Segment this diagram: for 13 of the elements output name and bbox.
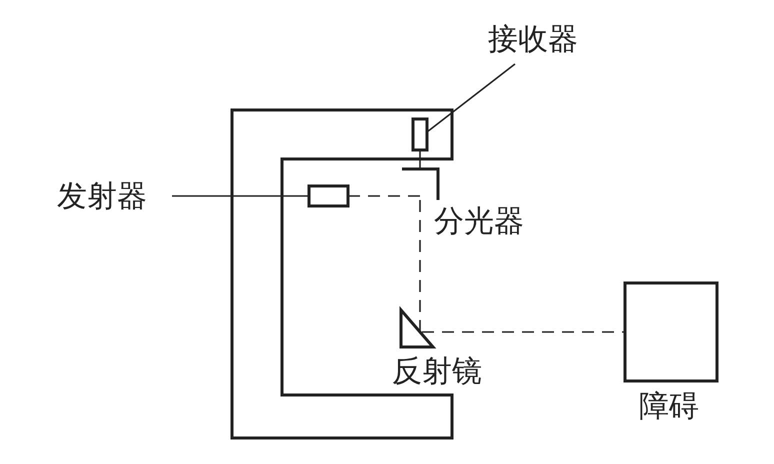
component-box: [309, 186, 348, 206]
leader-line: [172, 195, 309, 197]
light-beam-line: [422, 331, 625, 333]
callout-label: 接收器: [488, 22, 578, 58]
light-beam-line: [419, 200, 421, 333]
light-beam-line: [348, 195, 420, 197]
connector-line: [419, 150, 421, 169]
leader-line: [426, 63, 516, 133]
part-label: 分光器: [434, 204, 524, 240]
part-label: 障碍: [639, 389, 699, 425]
component-box: [413, 119, 427, 150]
part-label: 反射镜: [392, 354, 482, 390]
callout-label: 发射器: [57, 179, 147, 215]
